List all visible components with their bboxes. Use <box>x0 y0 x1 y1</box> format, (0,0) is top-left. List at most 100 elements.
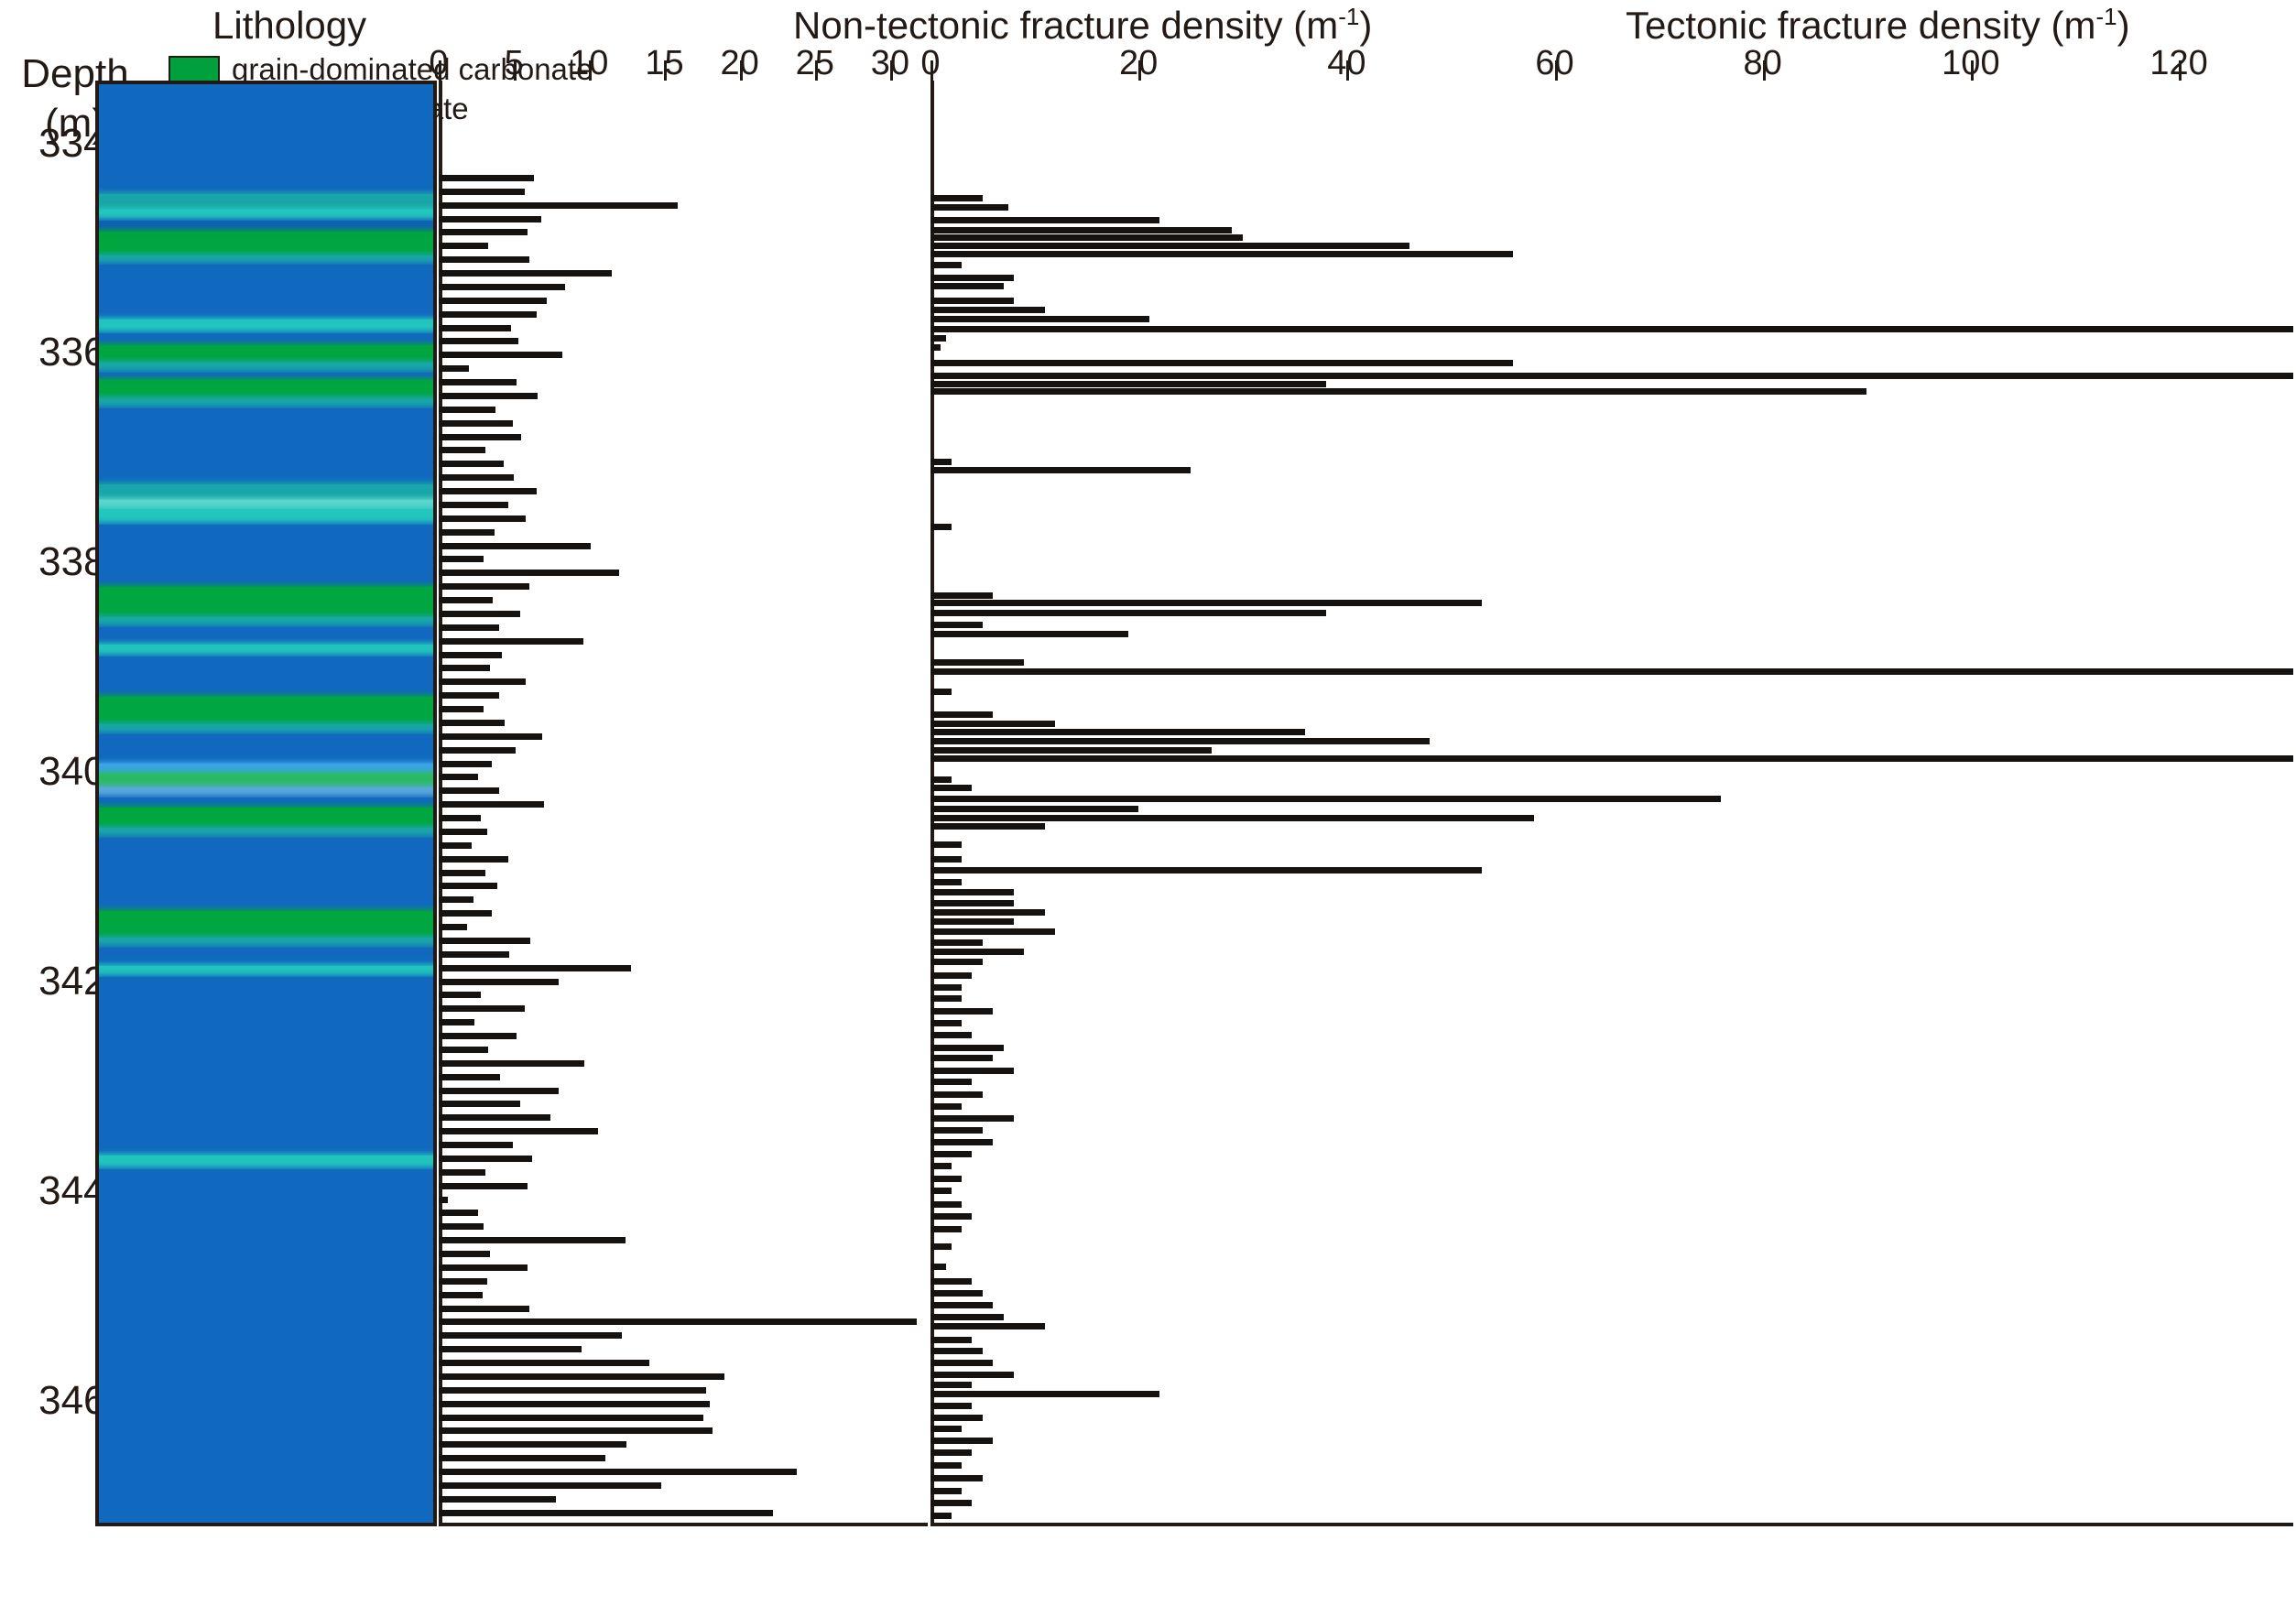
tectonic-xtick-40 <box>1346 60 1350 81</box>
lithology-band-cyan <box>95 319 437 333</box>
tectonic-bar <box>930 388 1867 396</box>
nontectonic-bar <box>439 1210 478 1217</box>
tectonic-xlabel-0: 0 <box>920 44 941 82</box>
tectonic-xlabel-60: 60 <box>1535 44 1574 82</box>
nontectonic-bar <box>439 1223 484 1231</box>
nontectonic-xtick-0 <box>439 60 441 81</box>
nontectonic-bar <box>439 338 519 345</box>
tectonic-xtick-120 <box>2179 60 2182 81</box>
tectonic-bar <box>930 855 963 863</box>
tectonic-bar <box>930 867 1482 874</box>
nontectonic-title-text: Non-tectonic fracture density (m <box>793 4 1339 47</box>
nontectonic-bar <box>439 801 544 808</box>
tectonic-bar <box>930 729 1305 736</box>
nontectonic-bar <box>439 841 473 849</box>
tectonic-bar <box>930 373 2293 380</box>
nontectonic-bar <box>439 270 612 277</box>
tectonic-bar <box>930 1151 973 1158</box>
nontectonic-bar <box>439 297 548 304</box>
legend-item-grain-dominated-carbonate: grain-dominated carbonate <box>169 51 593 87</box>
lithology-band-micrite <box>95 265 437 320</box>
nontectonic-bar <box>439 392 539 399</box>
tectonic-title-exponent: -1 <box>2095 3 2117 30</box>
tectonic-bar <box>930 194 983 201</box>
tectonic-bar <box>930 1138 994 1145</box>
tectonic-bar <box>930 1263 947 1270</box>
nontectonic-bar <box>439 201 679 209</box>
tectonic-bar <box>930 878 963 885</box>
tectonic-bar <box>930 928 1056 935</box>
nontectonic-bar <box>439 283 566 290</box>
nontectonic-bar <box>439 243 489 250</box>
lithology-band-micrite <box>95 408 437 484</box>
nontectonic-bar <box>439 1182 528 1189</box>
nontectonic-bar <box>439 528 495 536</box>
nontectonic-bar <box>439 910 492 917</box>
nontectonic-bar <box>439 1427 713 1435</box>
tectonic-bar <box>930 805 1139 812</box>
lithology-frame <box>95 81 437 1526</box>
tectonic-bar <box>930 1020 963 1027</box>
nontectonic-xtick-25 <box>814 60 818 81</box>
nontectonic-bar <box>439 1469 798 1475</box>
tectonic-bar <box>930 971 973 979</box>
nontectonic-bar <box>439 365 469 373</box>
tectonic-xlabel-120: 120 <box>2149 44 2208 82</box>
nontectonic-bar <box>439 1073 501 1080</box>
tectonic-bar <box>930 1162 952 1169</box>
tectonic-bar <box>930 815 1534 822</box>
nontectonic-bar <box>439 1373 725 1380</box>
nontectonic-bar <box>439 992 481 999</box>
nontectonic-bar <box>439 651 502 658</box>
lithology-band-transitional <box>95 397 437 409</box>
nontectonic-bar <box>439 1046 489 1053</box>
tectonic-bar <box>930 297 1014 304</box>
nontectonic-bar <box>439 174 534 181</box>
nontectonic-bar <box>439 310 537 318</box>
tectonic-bar <box>930 958 983 965</box>
nontectonic-bar <box>439 1332 623 1340</box>
tectonic-bar <box>930 274 1014 281</box>
nontectonic-xlabel-20: 20 <box>720 44 759 82</box>
nontectonic-bar <box>439 883 498 890</box>
nontectonic-bar <box>439 1291 483 1298</box>
nontectonic-bar <box>439 419 513 427</box>
tectonic-bar <box>930 600 1482 607</box>
nontectonic-xtick-5 <box>514 60 517 81</box>
tectonic-bar <box>930 203 1009 211</box>
nontectonic-bar <box>439 1005 525 1013</box>
nontectonic-bar <box>439 719 506 726</box>
lithology-band-transitional <box>95 723 437 734</box>
nontectonic-title-paren: ) <box>1359 4 1373 47</box>
nontectonic-bar <box>439 1264 528 1271</box>
tectonic-bar <box>930 1290 983 1297</box>
tectonic-bar <box>930 458 952 465</box>
lithology-band-micrite <box>95 657 437 697</box>
tectonic-bar <box>930 738 1431 745</box>
nontectonic-bar <box>439 924 468 931</box>
nontectonic-bar <box>439 1318 918 1326</box>
nontectonic-bar <box>439 637 583 645</box>
tectonic-bar <box>930 227 1233 234</box>
nontectonic-bar <box>439 583 529 591</box>
tectonic-bar <box>930 1487 963 1494</box>
tectonic-bar <box>930 234 1243 242</box>
nontectonic-bar <box>439 760 492 767</box>
nontectonic-bar <box>439 1441 627 1449</box>
nontectonic-bar <box>439 215 541 222</box>
nontectonic-bar <box>439 1400 710 1407</box>
nontectonic-bar <box>439 1101 520 1108</box>
tectonic-xlabel-100: 100 <box>1942 44 2000 82</box>
tectonic-bar <box>930 1031 973 1038</box>
nontectonic-bar <box>439 1196 448 1203</box>
nontectonic-bar <box>439 1168 485 1176</box>
lithology-band-micrite <box>95 1168 437 1526</box>
nontectonic-bar <box>439 692 499 700</box>
tectonic-xtick-0 <box>930 60 933 81</box>
nontectonic-bar <box>439 1305 529 1312</box>
tectonic-bar <box>930 1382 973 1389</box>
nontectonic-bar <box>439 1128 599 1135</box>
nontectonic-bar <box>439 1360 650 1366</box>
lithology-band-pale_cyan <box>95 499 437 509</box>
lithology-band-transitional <box>95 193 437 210</box>
